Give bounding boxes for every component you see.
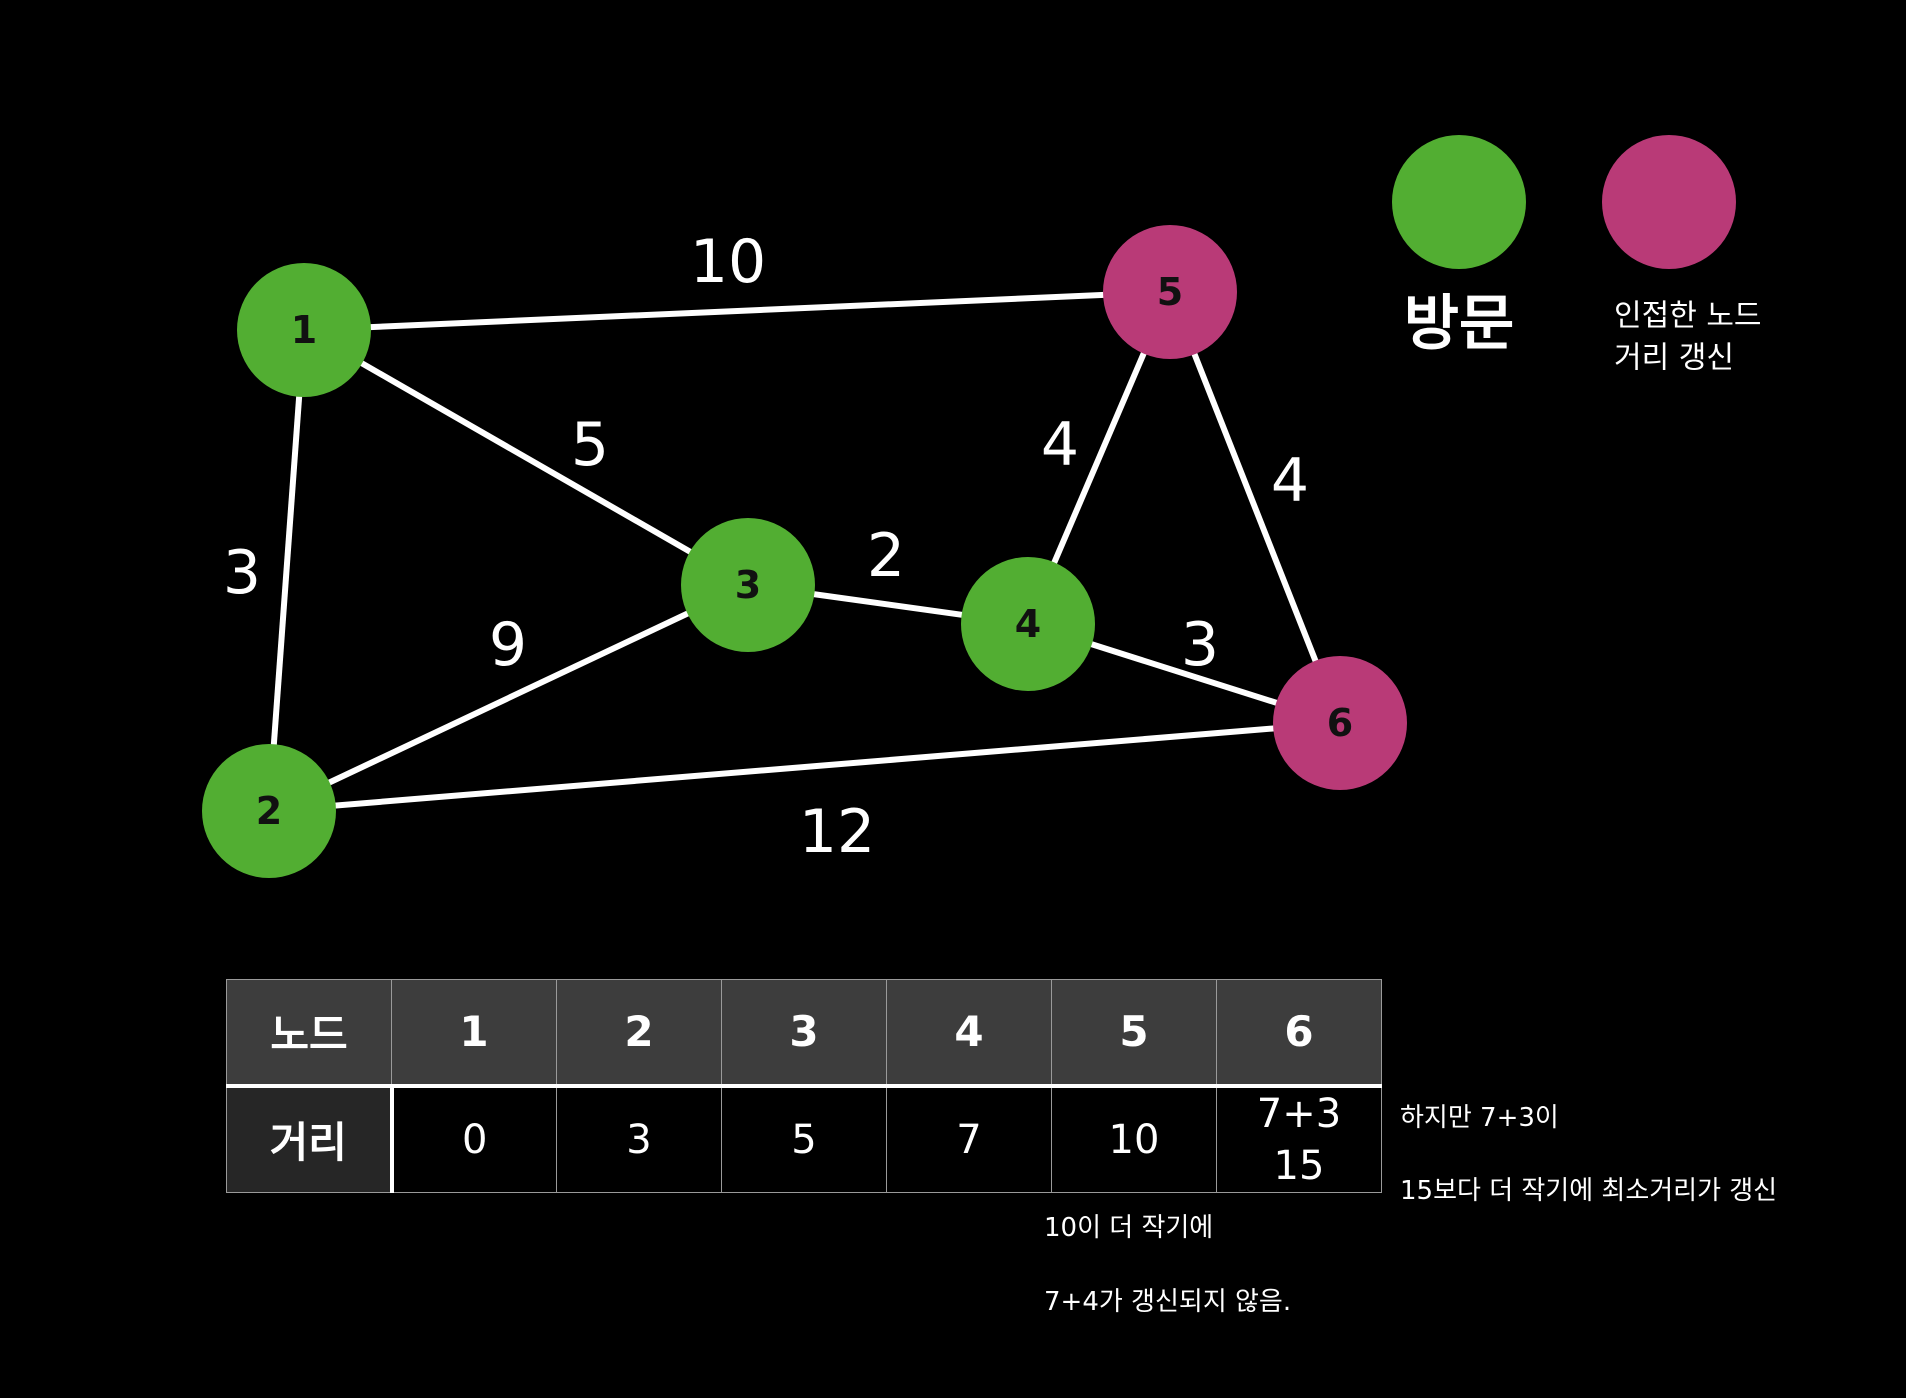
- node-1: 1: [237, 263, 371, 397]
- edge-1-5: [303, 289, 1171, 333]
- distance-value: 5: [791, 1116, 817, 1163]
- node-circle-1: [237, 263, 371, 397]
- node-2: 2: [202, 744, 336, 878]
- table-row-label: 거리: [226, 1085, 394, 1193]
- table-header-node-6: 6: [1216, 979, 1382, 1088]
- node-label-6: 6: [1327, 701, 1353, 745]
- distance-value: 7: [956, 1116, 982, 1163]
- edge-weight-2-6: 12: [799, 797, 875, 867]
- distance-value: 0: [462, 1116, 488, 1163]
- table-distance-row: 거리 0 3 5 7 10 7+3 15: [226, 1085, 1382, 1193]
- edge-weight-4-5: 4: [1041, 410, 1079, 480]
- edge-weight-1-5: 10: [690, 227, 766, 297]
- distance-value: 10: [1108, 1116, 1160, 1163]
- table-header-row: 노드 1 2 3 4 5 6: [226, 979, 1382, 1088]
- edge-1-2: [266, 329, 307, 812]
- note-node6-line-1: 하지만 7+3이: [1400, 1103, 1559, 1133]
- table-distance-node-6: 7+3 15: [1216, 1085, 1382, 1193]
- table-header-node-4: 4: [886, 979, 1052, 1088]
- legend-visited-swatch: [1392, 135, 1526, 269]
- node-label-4: 4: [1015, 602, 1041, 646]
- legend-updated-swatch: [1602, 135, 1736, 269]
- edge-weight-2-3: 9: [489, 610, 527, 680]
- node-4: 4: [961, 557, 1095, 691]
- distance-previous: 15: [1273, 1142, 1325, 1189]
- note-node6-line-2: 15보다 더 작기에 최소거리가 갱신: [1400, 1176, 1778, 1206]
- note-node5-line-2: 7+4가 갱신되지 않음.: [1044, 1287, 1292, 1317]
- node-3: 3: [681, 518, 815, 652]
- edge-weight-1-3: 5: [571, 410, 609, 480]
- edge-2-3: [267, 582, 750, 814]
- legend: 방문 인접한 노드 거리 갱신: [1392, 135, 1762, 376]
- node-label-2: 2: [256, 789, 282, 833]
- table-distance-node-2: 3: [556, 1085, 722, 1193]
- node-circle-2: [202, 744, 336, 878]
- table-distance-node-5: 10: [1051, 1085, 1217, 1193]
- edge-2-6: [268, 720, 1341, 814]
- node-circle-5: [1103, 225, 1237, 359]
- edge-weight-5-6: 4: [1271, 446, 1309, 516]
- table-header-node-5: 5: [1051, 979, 1217, 1088]
- node-6: 6: [1273, 656, 1407, 790]
- table-header-label: 노드: [226, 979, 392, 1088]
- table-distance-node-1: 0: [391, 1085, 557, 1193]
- node-label-5: 5: [1157, 270, 1183, 314]
- node-circle-6: [1273, 656, 1407, 790]
- table-distance-node-3: 5: [721, 1085, 887, 1193]
- legend-updated-label-line-1: 인접한 노드: [1614, 299, 1762, 334]
- table-distance-node-4: 7: [886, 1085, 1052, 1193]
- legend-updated-label-line-2: 거리 갱신: [1614, 341, 1734, 376]
- node-label-1: 1: [291, 308, 317, 352]
- edge-weight-1-2: 3: [223, 538, 261, 608]
- distance-value: 3: [626, 1116, 652, 1163]
- note-node5-line-1: 10이 더 작기에: [1044, 1213, 1214, 1243]
- distance-table: 노드 1 2 3 4 5 6 거리 0 3 5 7 10: [226, 979, 1382, 1193]
- table-header-node-1: 1: [391, 979, 557, 1088]
- legend-visited-label: 방문: [1404, 289, 1514, 359]
- edge-weight-4-6: 3: [1181, 610, 1219, 680]
- node-circle-3: [681, 518, 815, 652]
- node-circle-4: [961, 557, 1095, 691]
- distance-candidate: 7+3: [1256, 1090, 1342, 1137]
- table-header-node-2: 2: [556, 979, 722, 1088]
- edge-5-6: [1167, 290, 1343, 725]
- edge-1-3: [302, 327, 750, 588]
- node-5: 5: [1103, 225, 1237, 359]
- edge-weight-3-4: 2: [867, 521, 905, 591]
- node-label-3: 3: [735, 563, 761, 607]
- table-header-node-3: 3: [721, 979, 887, 1088]
